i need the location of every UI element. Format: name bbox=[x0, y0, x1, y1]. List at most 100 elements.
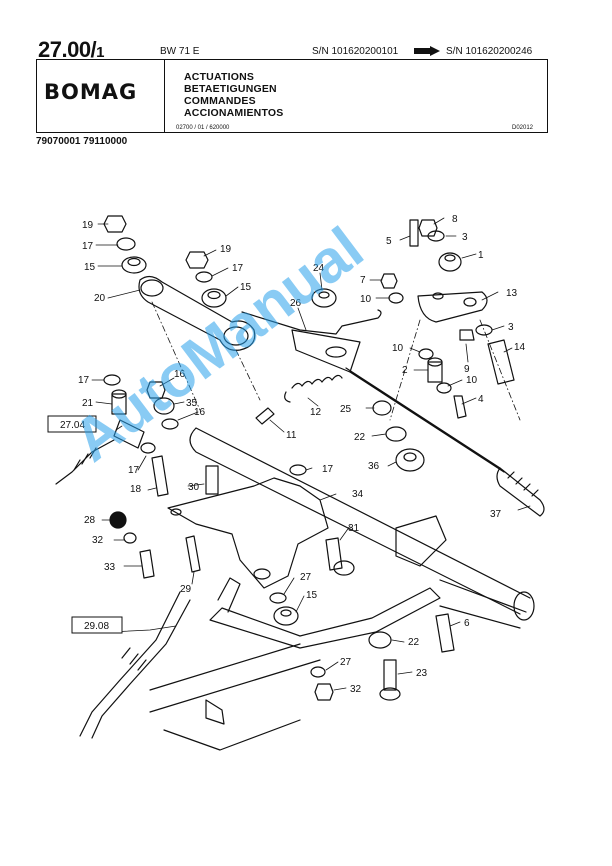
nut-32b bbox=[314, 683, 334, 701]
callout-15c: 15 bbox=[306, 590, 318, 601]
serial-to: S/N 101620200246 bbox=[446, 46, 533, 57]
callout-22a: 22 bbox=[354, 432, 366, 443]
callout-17d: 17 bbox=[128, 465, 140, 476]
tube-end bbox=[513, 591, 535, 621]
bolt-18 bbox=[151, 455, 169, 497]
washer-17b bbox=[195, 271, 213, 283]
washer-3a bbox=[427, 230, 445, 242]
lever-eye-20b bbox=[223, 326, 249, 346]
callout-30: 30 bbox=[188, 482, 200, 493]
bushing-25 bbox=[372, 400, 392, 416]
header-box bbox=[36, 59, 548, 133]
callout-28: 28 bbox=[84, 515, 96, 526]
handle-37 bbox=[496, 467, 545, 517]
callout-26: 26 bbox=[290, 298, 302, 309]
model-label: BW 71 E bbox=[160, 46, 200, 57]
bolt-30 bbox=[205, 465, 219, 495]
pin-33 bbox=[139, 549, 155, 579]
title-es: ACCIONAMIENTOS bbox=[184, 107, 284, 119]
callout-10a: 10 bbox=[360, 294, 372, 305]
clevis bbox=[113, 419, 145, 449]
callout-17c: 17 bbox=[78, 375, 90, 386]
serial-from: S/N 101620200101 bbox=[312, 46, 399, 57]
washer-3b bbox=[475, 324, 493, 336]
callout-35: 35 bbox=[186, 398, 198, 409]
callout-5: 5 bbox=[386, 236, 392, 247]
frame-rail bbox=[149, 643, 321, 725]
callout-17e: 17 bbox=[322, 464, 334, 475]
cable-29-08 bbox=[79, 591, 191, 739]
callout-22b: 22 bbox=[408, 637, 420, 648]
callout-14: 14 bbox=[514, 342, 526, 353]
page-number: 27.00/1 bbox=[38, 37, 105, 62]
plate-34 bbox=[167, 477, 329, 589]
pull-rod bbox=[345, 367, 505, 473]
part-codes: 79070001 79110000 bbox=[36, 136, 128, 147]
washer-27a bbox=[269, 592, 287, 604]
bushing-15a bbox=[121, 256, 147, 274]
callout-12: 12 bbox=[310, 407, 322, 418]
bolt-6 bbox=[435, 613, 455, 653]
callout-23: 23 bbox=[416, 668, 428, 679]
callout-11: 11 bbox=[286, 430, 297, 441]
callout-16b: 16 bbox=[194, 407, 206, 418]
bolt-5 bbox=[409, 219, 419, 247]
callout-17b: 17 bbox=[232, 263, 244, 274]
callout-24: 24 bbox=[313, 263, 325, 274]
bushing-21 bbox=[111, 393, 127, 415]
callout-7: 7 bbox=[360, 275, 366, 286]
washer-17e bbox=[289, 464, 307, 476]
callout-16a: 16 bbox=[174, 369, 186, 380]
title-fr: COMMANDES bbox=[184, 95, 256, 107]
callout-32b: 32 bbox=[350, 684, 362, 695]
bushing-24 bbox=[311, 288, 337, 308]
callout-33: 33 bbox=[104, 562, 116, 573]
callout-10c: 10 bbox=[466, 375, 478, 386]
ref-box-27-04-label: 27.04 bbox=[60, 420, 85, 431]
callout-10b: 10 bbox=[392, 343, 404, 354]
page-number-sub: 1 bbox=[96, 44, 105, 61]
header-divider bbox=[164, 59, 165, 133]
callout-2: 2 bbox=[402, 365, 408, 376]
brand-logo: BOMAG bbox=[44, 80, 138, 104]
title-de: BETAETIGUNGEN bbox=[184, 83, 277, 95]
ref-box-29-08-label: 29.08 bbox=[84, 621, 109, 632]
arrow-right-icon bbox=[414, 46, 440, 56]
sleeve-14 bbox=[487, 339, 515, 385]
callout-3a: 3 bbox=[462, 232, 468, 243]
callout-29: 29 bbox=[180, 584, 192, 595]
plate-13 bbox=[417, 291, 488, 323]
callout-27a: 27 bbox=[300, 572, 312, 583]
washer-17a bbox=[116, 237, 136, 251]
callout-37: 37 bbox=[490, 509, 502, 520]
callout-1: 1 bbox=[478, 250, 484, 261]
callout-6: 6 bbox=[464, 618, 470, 629]
callout-17a: 17 bbox=[82, 241, 94, 252]
bushing-2 bbox=[427, 361, 443, 383]
bearing-36 bbox=[395, 448, 425, 472]
nut-8 bbox=[418, 219, 438, 237]
bolt-23 bbox=[383, 659, 397, 691]
washer-10c bbox=[436, 382, 452, 394]
washer-17d bbox=[140, 442, 156, 454]
ball-28 bbox=[109, 511, 127, 529]
nut-19b bbox=[185, 251, 209, 269]
cable-rod-26 bbox=[241, 309, 382, 335]
callout-31: 31 bbox=[348, 523, 360, 534]
callout-3b: 3 bbox=[508, 322, 514, 333]
callout-20: 20 bbox=[94, 293, 106, 304]
bushing-35 bbox=[153, 397, 175, 415]
bolt-11 bbox=[255, 407, 275, 425]
reference-code: 02700 / 01 / 620000 bbox=[176, 125, 230, 131]
callout-4: 4 bbox=[478, 394, 484, 405]
drawing-code: D02012 bbox=[512, 125, 534, 131]
bolt-4 bbox=[453, 395, 467, 419]
callout-32a: 32 bbox=[92, 535, 104, 546]
nut-1 bbox=[438, 252, 462, 272]
callout-36: 36 bbox=[368, 461, 380, 472]
washer-16b bbox=[161, 418, 179, 430]
washer-10a bbox=[388, 292, 404, 304]
callout-19b: 19 bbox=[220, 244, 232, 255]
lever-eye-20a bbox=[140, 279, 164, 297]
washer-27b bbox=[310, 666, 326, 678]
